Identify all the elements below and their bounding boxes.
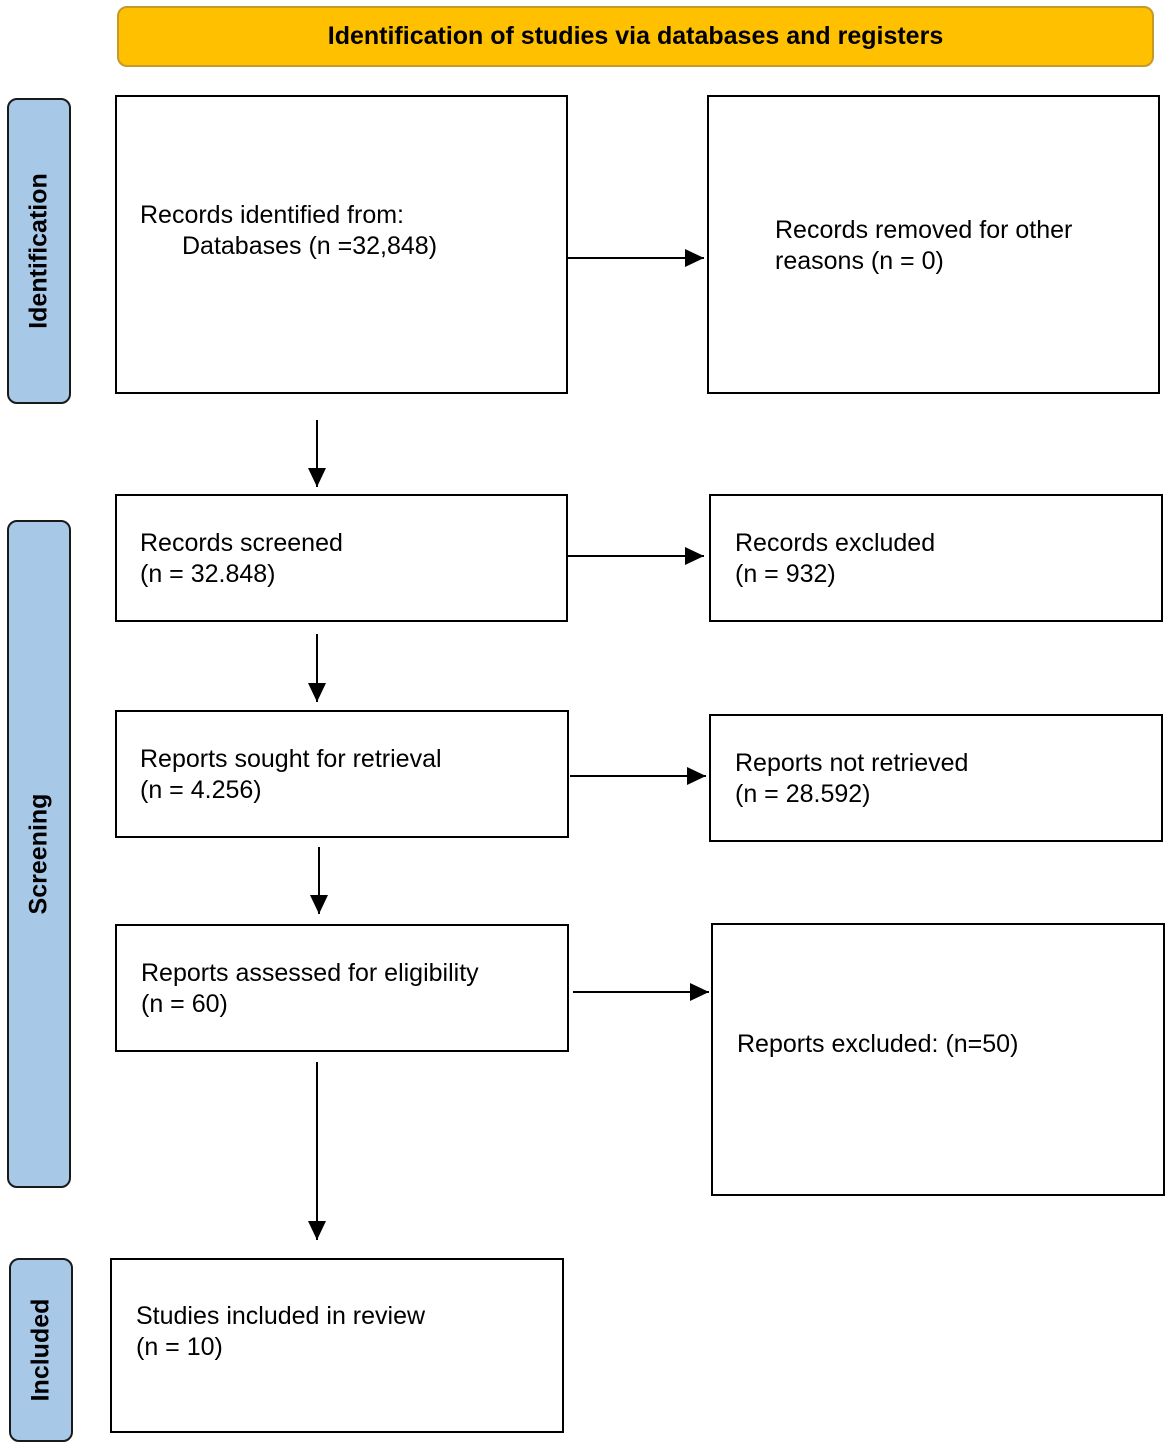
records-identified-line2: Databases (n =32,848): [182, 232, 438, 260]
stage-screening: Screening: [7, 520, 71, 1188]
records-screened-box: Records screened (n = 32.848): [115, 494, 568, 622]
records-removed-line1: Records removed for other: [775, 216, 1073, 244]
studies-included-box: Studies included in review (n = 10): [110, 1258, 564, 1433]
reports-sought-line1: Reports sought for retrieval: [140, 745, 442, 773]
reports-assessed-line2: (n = 60): [141, 990, 228, 1018]
header-title-text: Identification of studies via databases …: [327, 22, 944, 50]
header-identification-title: Identification of studies via databases …: [117, 6, 1154, 67]
reports-not-retrieved-line1: Reports not retrieved: [735, 749, 969, 777]
stage-identification: Identification: [7, 98, 71, 404]
reports-sought-box: Reports sought for retrieval (n = 4.256): [115, 710, 569, 838]
stage-included: Included: [9, 1258, 73, 1442]
records-removed-line2: reasons (n = 0): [775, 247, 944, 275]
reports-assessed-box: Reports assessed for eligibility (n = 60…: [115, 924, 569, 1052]
records-removed-box: Records removed for other reasons (n = 0…: [707, 95, 1160, 394]
reports-not-retrieved-box: Reports not retrieved (n = 28.592): [709, 714, 1163, 842]
reports-excluded-box: Reports excluded: (n=50): [711, 923, 1165, 1196]
reports-assessed-line1: Reports assessed for eligibility: [141, 959, 479, 987]
studies-included-line1: Studies included in review: [136, 1302, 426, 1330]
records-identified-box: Records identified from: Databases (n =3…: [115, 95, 568, 394]
studies-included-line2: (n = 10): [136, 1333, 223, 1361]
reports-not-retrieved-line2: (n = 28.592): [735, 780, 871, 808]
reports-excluded-line1: Reports excluded: (n=50): [737, 1030, 1019, 1058]
records-screened-line1: Records screened: [140, 529, 343, 557]
records-excluded-line2: (n = 932): [735, 560, 836, 588]
records-excluded-line1: Records excluded: [735, 529, 936, 557]
records-identified-line1: Records identified from:: [140, 201, 405, 229]
records-screened-line2: (n = 32.848): [140, 560, 276, 588]
records-excluded-box: Records excluded (n = 932): [709, 494, 1163, 622]
reports-sought-line2: (n = 4.256): [140, 776, 262, 804]
